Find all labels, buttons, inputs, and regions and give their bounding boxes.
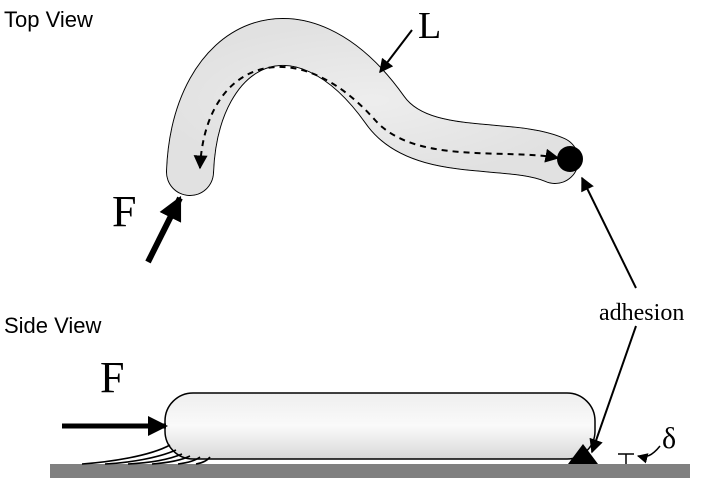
adhesion-label: adhesion — [599, 300, 684, 326]
substrate — [50, 464, 690, 478]
length-pointer-arrow — [379, 29, 413, 74]
side-view-label: Side View — [4, 313, 102, 338]
top-view-label: Top View — [4, 7, 93, 32]
retraction-fibers — [81, 444, 211, 465]
delta-pointer-arrow — [636, 445, 661, 464]
top-view-cell-body — [166, 18, 579, 196]
top-adhesion-point — [557, 146, 583, 172]
length-centerline — [193, 65, 560, 170]
gap-indicator — [618, 453, 634, 464]
side-view-cell-body — [164, 392, 596, 460]
force-label-top: F — [112, 187, 136, 236]
length-label: L — [418, 5, 441, 47]
delta-label: δ — [662, 422, 676, 455]
side-adhesion-point — [568, 444, 598, 464]
force-arrow-top — [145, 195, 183, 264]
adhesion-arrow-side — [589, 325, 637, 454]
force-label-side: F — [100, 353, 124, 402]
adhesion-arrow-top — [581, 176, 637, 289]
